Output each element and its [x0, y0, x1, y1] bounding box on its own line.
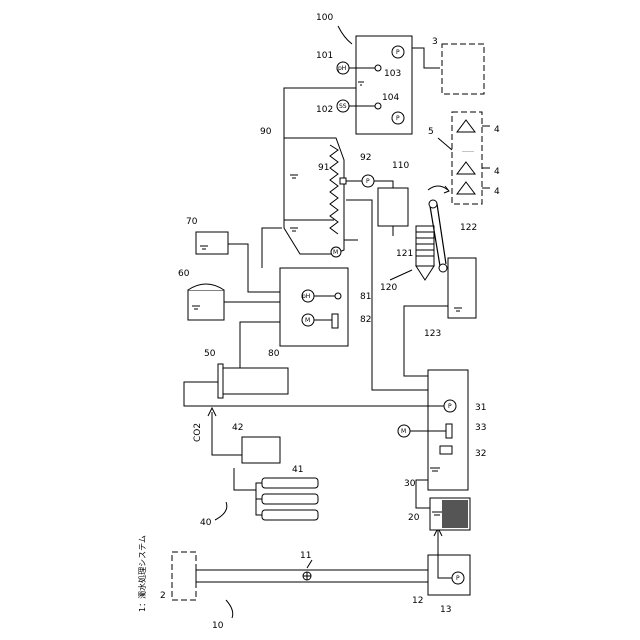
tank-80	[280, 268, 348, 346]
sensor-101	[375, 65, 381, 71]
label-20: 20	[408, 513, 420, 523]
dots: ……	[462, 147, 474, 154]
label-70: 70	[186, 217, 198, 227]
pump-104-symbol: P	[396, 115, 400, 122]
label-92: 92	[360, 153, 371, 163]
pump-13-symbol: P	[456, 575, 460, 582]
label-4a: 4	[494, 125, 500, 135]
label-90: 90	[260, 127, 272, 137]
label-110: 110	[392, 161, 409, 171]
source-2	[172, 552, 196, 600]
label-31: 31	[475, 403, 486, 413]
ph-symbol-101: pH	[338, 65, 346, 72]
cylinder-41c	[262, 510, 318, 520]
label-4b: 4	[494, 167, 500, 177]
reactor-50-head	[218, 364, 223, 398]
ss-symbol-102: SS	[339, 103, 347, 110]
label-103: 103	[384, 69, 401, 79]
motor-90-symbol: M	[333, 249, 338, 256]
destination-3	[442, 44, 484, 94]
mixer-82	[332, 314, 338, 328]
label-91: 91	[318, 163, 329, 173]
label-41: 41	[292, 465, 303, 475]
label-11: 11	[300, 551, 311, 561]
ph-symbol-80: pH	[302, 293, 310, 300]
label-5: 5	[428, 127, 434, 137]
label-81: 81	[360, 292, 371, 302]
label-12: 12	[412, 596, 423, 606]
co2-tank-42	[242, 437, 280, 463]
reactor-50	[222, 368, 288, 394]
system-caption: 1：濁水処理システム	[137, 535, 147, 612]
label-32: 32	[475, 449, 486, 459]
cylinder-41b	[262, 494, 318, 504]
label-102: 102	[316, 105, 333, 115]
label-10: 10	[212, 621, 224, 631]
tank-20-fill	[442, 500, 468, 528]
label-60: 60	[178, 269, 190, 279]
pump-31-symbol: P	[448, 403, 452, 410]
sensor-104	[375, 103, 381, 109]
motor-82-symbol: M	[305, 317, 310, 324]
label-40: 40	[200, 518, 212, 528]
tank-70	[196, 232, 228, 254]
motor-30-symbol: M	[401, 428, 406, 435]
probe-33	[446, 424, 452, 438]
cylinder-41a	[262, 478, 318, 488]
label-42: 42	[232, 423, 243, 433]
outlet-90	[340, 178, 346, 184]
label-4c: 4	[494, 187, 500, 197]
label-33: 33	[475, 423, 486, 433]
label-80: 80	[268, 349, 280, 359]
sensor-81	[335, 293, 341, 299]
conveyor-pulley-bottom	[439, 264, 447, 272]
pump-103-symbol: P	[396, 49, 400, 56]
label-co2: CO2	[193, 423, 203, 442]
label-100: 100	[316, 13, 333, 23]
pipe-10	[196, 570, 428, 582]
label-3: 3	[432, 37, 438, 47]
pump-92-symbol: P	[366, 178, 370, 185]
label-121: 121	[396, 249, 413, 259]
label-30: 30	[404, 479, 416, 489]
tank-60	[188, 290, 224, 320]
label-13: 13	[440, 605, 451, 615]
label-2: 2	[160, 591, 166, 601]
label-122: 122	[460, 223, 477, 233]
label-104: 104	[382, 93, 399, 103]
label-123: 123	[424, 329, 441, 339]
label-101: 101	[316, 51, 333, 61]
label-120: 120	[380, 283, 397, 293]
tank-123	[448, 258, 476, 318]
label-82: 82	[360, 315, 371, 325]
label-50: 50	[204, 349, 216, 359]
sensor-32	[440, 446, 452, 454]
thickener-110	[378, 188, 408, 226]
conveyor-pulley-top	[429, 200, 437, 208]
